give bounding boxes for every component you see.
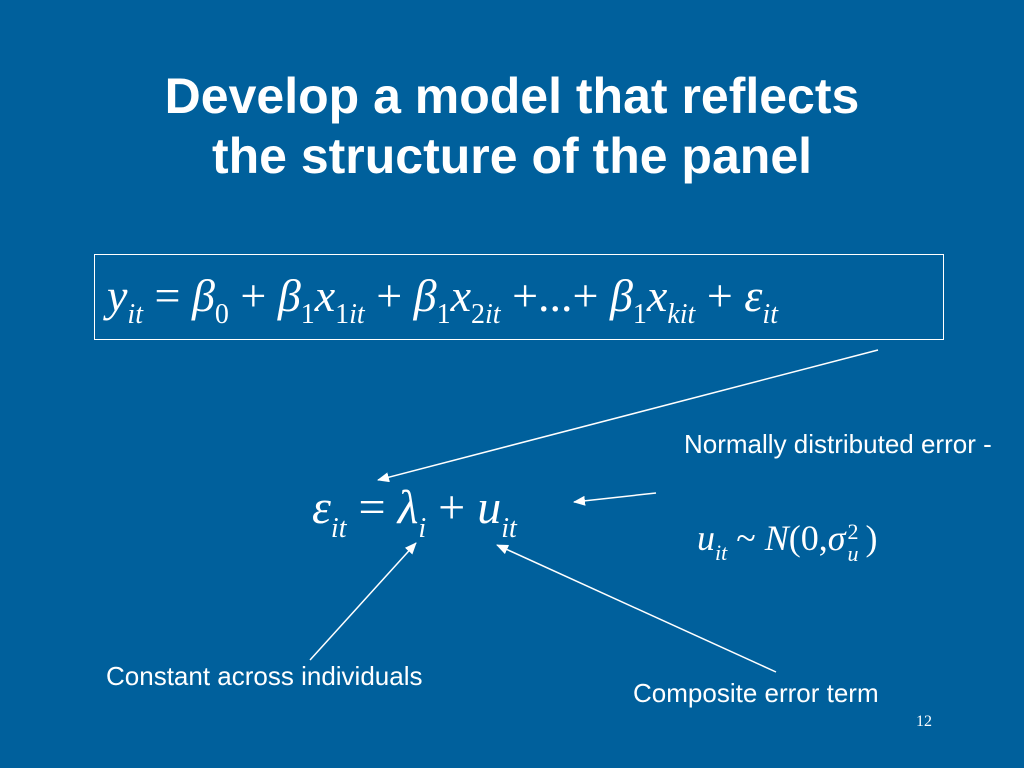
constant-label: Constant across individuals	[106, 661, 423, 691]
composite-label: Composite error term	[633, 678, 879, 708]
panel-model-equation-box: yit = β0 + β1x1it + β1x2it +...+ β1xkit …	[94, 254, 944, 340]
arrow-to-lambda	[309, 542, 417, 661]
slide-title: Develop a model that reflects the struct…	[0, 66, 1024, 186]
title-line-1: Develop a model that reflects	[164, 68, 860, 124]
arrow-to-u-it	[573, 492, 657, 506]
slide-number: 12	[916, 713, 932, 730]
title-line-2: the structure of the panel	[211, 128, 813, 184]
arrow-to-composite	[496, 544, 777, 673]
composite-error-equation: εit = λi + uit	[312, 481, 517, 544]
normal-error-label: Normally distributed error -	[684, 429, 992, 459]
arrow-to-epsilon	[377, 349, 879, 483]
panel-model-equation: yit = β0 + β1x1it + β1x2it +...+ β1xkit …	[107, 270, 778, 330]
